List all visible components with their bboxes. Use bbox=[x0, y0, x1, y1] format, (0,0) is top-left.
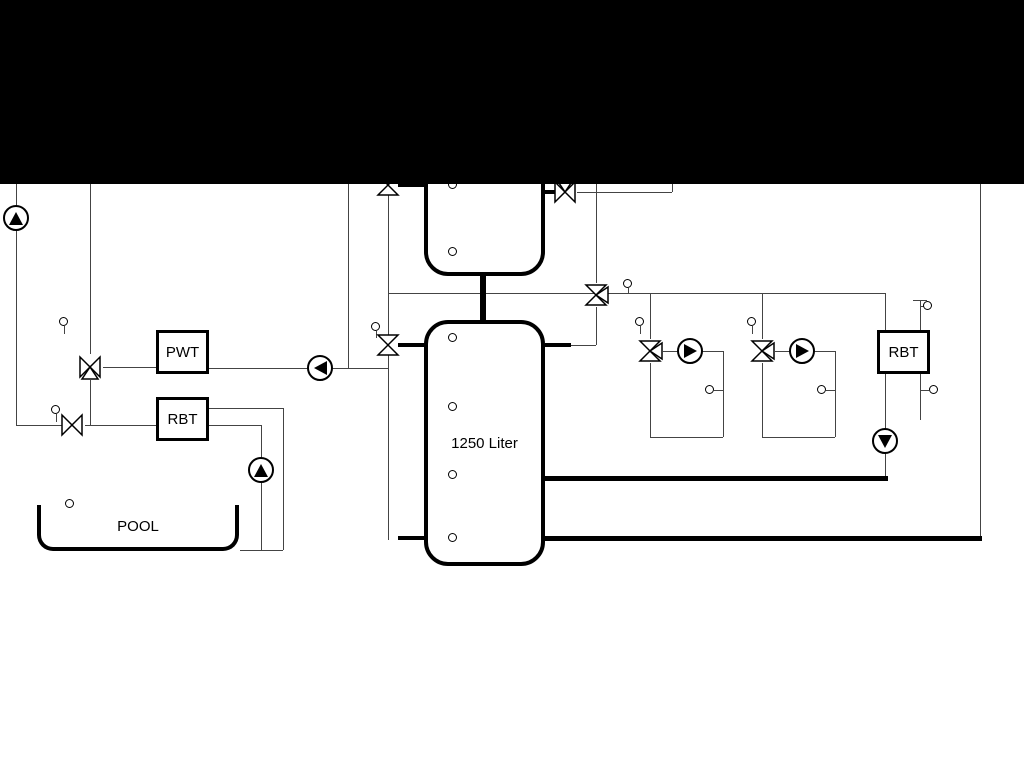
pipe bbox=[240, 550, 283, 551]
three-way-valve-icon bbox=[750, 340, 775, 362]
temp-sensor-icon bbox=[59, 317, 68, 326]
pipe bbox=[283, 408, 284, 550]
temp-sensor-icon bbox=[623, 279, 632, 288]
sensor-stem bbox=[714, 390, 723, 391]
temp-sensor-icon bbox=[635, 317, 644, 326]
pipe bbox=[650, 293, 651, 339]
sensor-stem bbox=[640, 326, 641, 334]
temp-sensor-icon bbox=[448, 333, 457, 342]
pump-icon-pool bbox=[248, 457, 274, 483]
pipe bbox=[90, 380, 91, 425]
pipe bbox=[650, 363, 651, 437]
temp-sensor-icon bbox=[923, 301, 932, 310]
temp-sensor-icon bbox=[448, 402, 457, 411]
pump-icon-rbt-right bbox=[872, 428, 898, 454]
pipe bbox=[885, 293, 886, 330]
sensor-stem bbox=[826, 390, 835, 391]
three-way-valve-icon bbox=[584, 284, 609, 306]
rbt-right-label: RBT bbox=[888, 343, 919, 361]
pool-label: POOL bbox=[117, 517, 159, 535]
pipe bbox=[348, 17, 349, 368]
temp-sensor-icon bbox=[929, 385, 938, 394]
pipe bbox=[762, 437, 835, 438]
pipe bbox=[388, 17, 389, 540]
pipe bbox=[980, 105, 981, 537]
temp-sensor-icon bbox=[817, 385, 826, 394]
pipe bbox=[885, 373, 886, 477]
pipe bbox=[570, 345, 596, 346]
pipe bbox=[261, 425, 262, 550]
pipe bbox=[762, 363, 763, 437]
pwt-box: PWT bbox=[156, 330, 209, 374]
pump-icon-tank-charge bbox=[307, 355, 333, 381]
pipe bbox=[577, 192, 672, 193]
three-way-valve-icon bbox=[79, 355, 101, 380]
pipe bbox=[208, 408, 283, 409]
tank-port bbox=[545, 190, 555, 194]
tank-port bbox=[398, 183, 425, 187]
pipe bbox=[85, 425, 156, 426]
pipe bbox=[208, 425, 261, 426]
pipe bbox=[103, 367, 156, 368]
valve-icon bbox=[376, 334, 400, 356]
sensor-stem bbox=[56, 414, 57, 422]
temp-sensor-icon bbox=[448, 533, 457, 542]
temp-sensor-icon bbox=[448, 247, 457, 256]
pipe-thick bbox=[545, 476, 888, 481]
pipe bbox=[596, 307, 597, 345]
pipe bbox=[90, 105, 91, 354]
pwt-label: PWT bbox=[165, 343, 200, 361]
rbt-right-box: RBT bbox=[877, 330, 930, 374]
pump-icon-heating-2 bbox=[789, 338, 815, 364]
tank-port bbox=[398, 343, 425, 347]
sensor-stem bbox=[628, 288, 629, 293]
pipe bbox=[650, 437, 723, 438]
temp-sensor-icon bbox=[65, 499, 74, 508]
rbt-left-box: RBT bbox=[156, 397, 209, 441]
sensor-stem bbox=[920, 306, 924, 307]
pipe bbox=[208, 368, 388, 369]
pool-basin: POOL bbox=[37, 505, 239, 551]
temp-sensor-icon bbox=[371, 322, 380, 331]
pipe bbox=[913, 300, 927, 301]
tank-lower-label: 1250 Liter bbox=[451, 434, 518, 452]
temp-sensor-icon bbox=[51, 405, 60, 414]
pump-icon-heating-1 bbox=[677, 338, 703, 364]
pump-icon-solar bbox=[3, 205, 29, 231]
tank-port bbox=[545, 343, 571, 347]
valve-icon bbox=[61, 413, 83, 437]
pipe bbox=[388, 293, 885, 294]
pipe bbox=[835, 351, 836, 437]
pipe bbox=[723, 351, 724, 437]
pipe bbox=[16, 425, 62, 426]
sensor-stem bbox=[64, 326, 65, 334]
temp-sensor-icon bbox=[705, 385, 714, 394]
pipe bbox=[762, 293, 763, 339]
temp-sensor-icon bbox=[448, 470, 457, 479]
bottom-black-band bbox=[0, 0, 1024, 184]
pipe-thick bbox=[480, 273, 486, 322]
buffer-tank-lower: 1250 Liter bbox=[424, 320, 545, 566]
pipe bbox=[16, 118, 17, 425]
tank-port bbox=[398, 536, 425, 540]
sensor-stem bbox=[920, 390, 929, 391]
temp-sensor-icon bbox=[747, 317, 756, 326]
rbt-left-label: RBT bbox=[167, 410, 198, 428]
three-way-valve-icon bbox=[638, 340, 663, 362]
sensor-stem bbox=[752, 326, 753, 334]
pipe-thick bbox=[545, 536, 982, 541]
